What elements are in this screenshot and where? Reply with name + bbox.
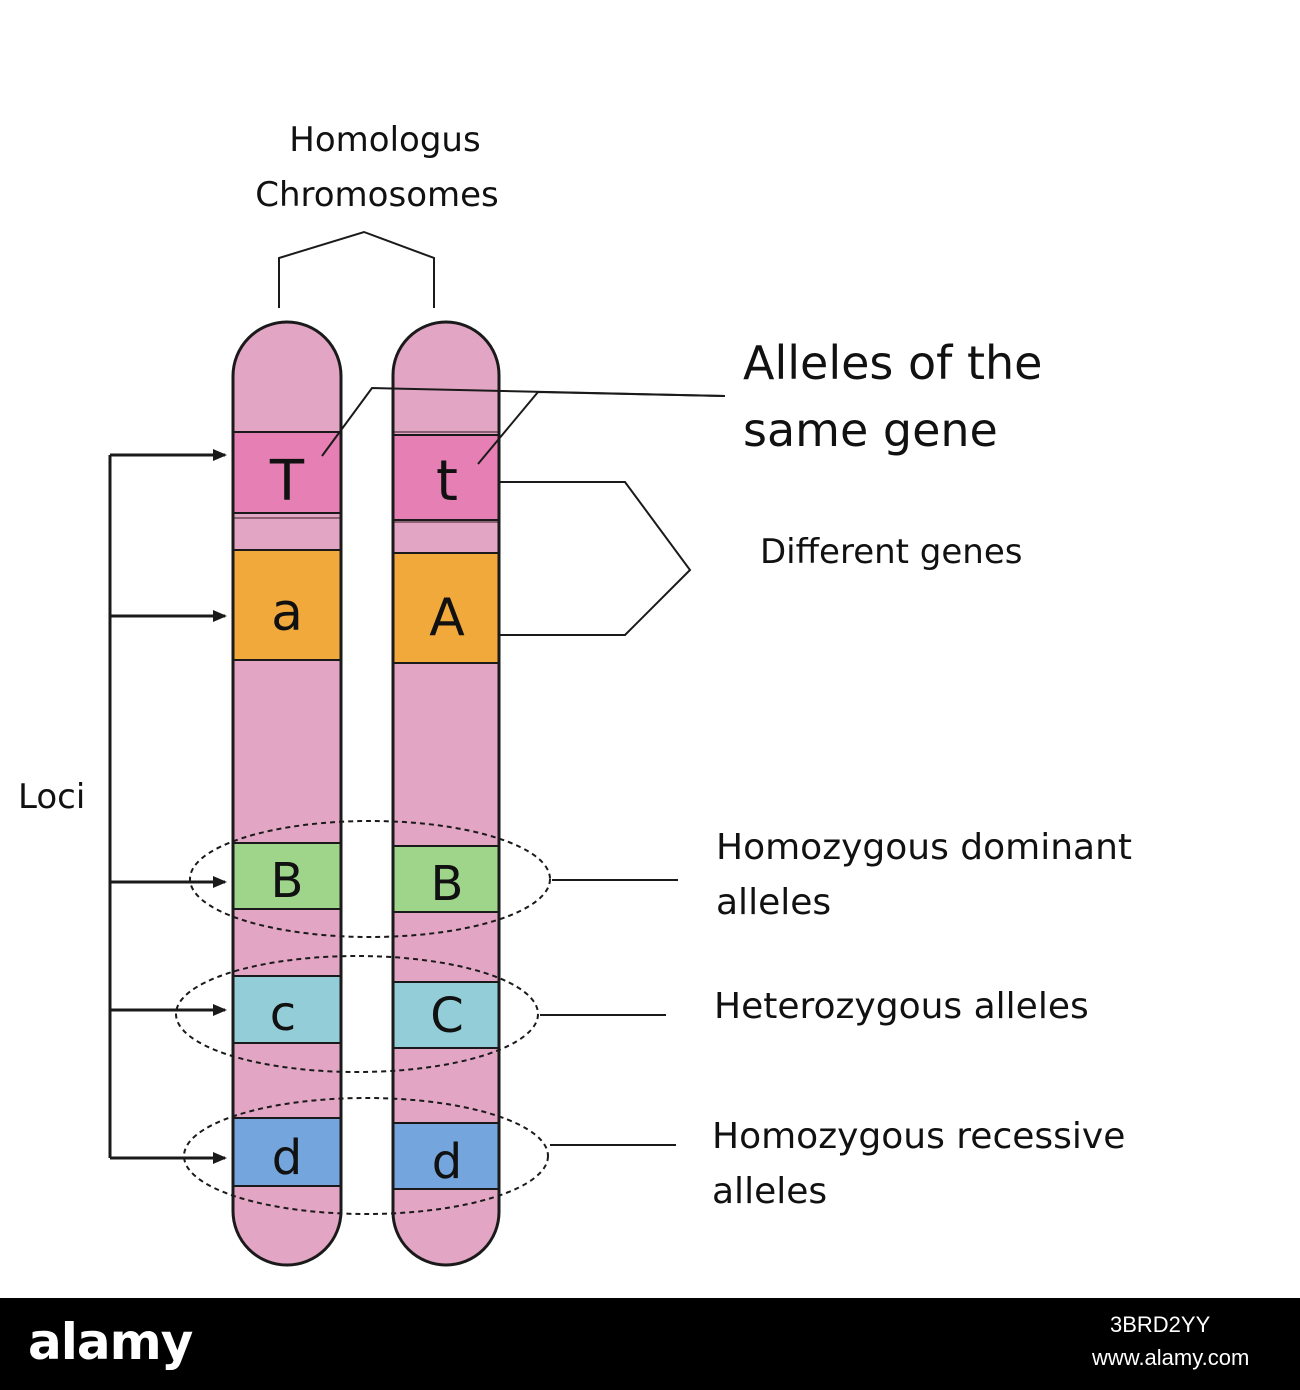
gene-label-left-5: d	[272, 1130, 302, 1186]
brand-logo: alamy	[28, 1313, 193, 1371]
gene-band-right-B	[393, 845, 499, 913]
site-url: www.alamy.com	[1092, 1345, 1250, 1370]
gene-label-right-3: B	[431, 856, 464, 912]
gene-band-left-B	[233, 842, 341, 910]
gene-band-right-D	[393, 1122, 499, 1190]
alleles-same-gene-line-1: Alleles of the	[743, 336, 1042, 390]
footer-bar	[0, 1298, 1300, 1390]
gene-band-right-T	[393, 434, 499, 521]
gene-label-left-3: B	[271, 853, 304, 909]
gene-band-right-C	[393, 981, 499, 1049]
gene-label-left-1: T	[269, 449, 305, 514]
gene-label-left-2: a	[271, 583, 303, 643]
gene-label-right-2: A	[429, 588, 465, 648]
title-line-2: Chromosomes	[255, 175, 499, 215]
gene-band-left-D	[233, 1117, 341, 1187]
chromosome-right-outline	[391, 320, 501, 1267]
heterozygous-ellipse	[175, 955, 539, 1073]
homozygous-dominant-ellipse	[189, 820, 551, 938]
alleles-connector-left	[321, 386, 726, 457]
alleles-connector-right	[477, 390, 726, 465]
gene-band-right-A	[393, 552, 499, 664]
gene-band-left-T	[233, 431, 341, 514]
homologous-chromosomes-diagram: Homologus Chromosomes T a B c d	[18, 120, 1132, 1267]
gene-label-right-5: d	[432, 1134, 462, 1190]
gene-label-left-4: c	[270, 986, 296, 1042]
gene-band-left-C	[233, 975, 341, 1044]
alleles-same-gene-line-2: same gene	[743, 403, 998, 457]
different-genes-label: Different genes	[760, 532, 1023, 572]
homologous-bracket	[278, 230, 435, 308]
chromosome-right: t A B C d	[391, 320, 501, 1267]
homozygous-dominant-line-2: alleles	[716, 882, 831, 923]
chromosome-left: T a B c d	[231, 320, 343, 1267]
homozygous-recessive-line-1: Homozygous recessive	[712, 1116, 1125, 1157]
gene-label-right-4: C	[430, 988, 464, 1044]
image-id: 3BRD2YY	[1110, 1312, 1211, 1337]
title-line-1: Homologus	[289, 120, 480, 160]
homozygous-recessive-ellipse	[183, 1097, 549, 1215]
homozygous-recessive-line-2: alleles	[712, 1171, 827, 1212]
gene-label-right-1: t	[436, 449, 458, 514]
loci-label: Loci	[18, 777, 85, 817]
homozygous-dominant-line-1: Homozygous dominant	[716, 827, 1132, 868]
heterozygous-label: Heterozygous alleles	[714, 986, 1089, 1027]
chromosome-left-outline	[231, 320, 343, 1267]
different-genes-bracket	[499, 481, 692, 636]
gene-band-left-A	[233, 549, 341, 661]
